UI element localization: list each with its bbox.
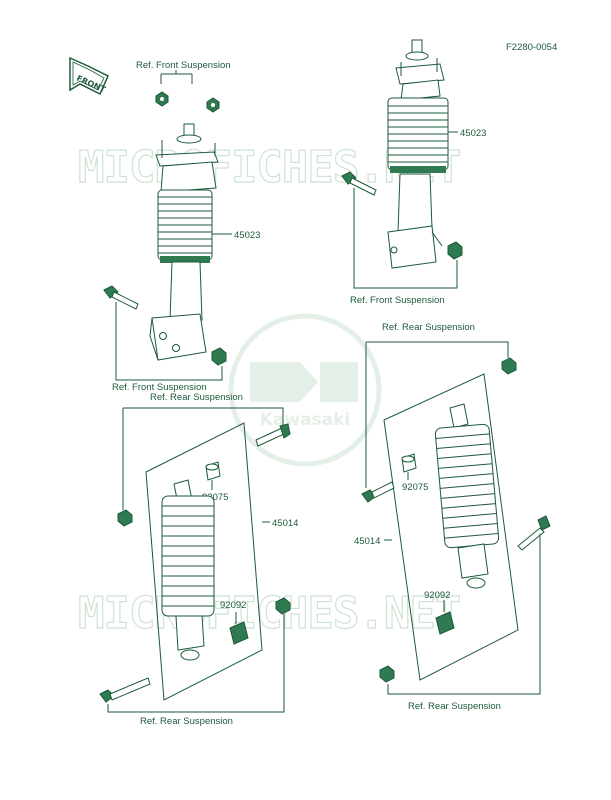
right-front-shock: 45023 Ref. Front Suspension — [341, 39, 486, 306]
right-front-spring — [387, 97, 449, 173]
bolt-left-rear-bottom — [99, 677, 151, 703]
diagram-code: F2280-0054 — [506, 42, 557, 53]
front-arrow-icon: FRONT — [69, 56, 109, 96]
nut-left — [155, 91, 169, 107]
nut-left-rear-bottom — [275, 597, 291, 615]
left-front-shock: Ref. Front Suspension — [103, 60, 260, 393]
part-number-45023-right: 45023 — [460, 128, 486, 139]
part-number-92092-right: 92092 — [424, 590, 450, 601]
bolt-right-front — [341, 171, 377, 196]
collar-92075-left — [205, 461, 221, 481]
right-rear-spring — [434, 423, 500, 549]
svg-text:Kawasaki: Kawasaki — [260, 410, 351, 430]
nut-right-rear-bottom — [379, 665, 395, 683]
left-rear-shock: Ref. Rear Suspension 92075 — [99, 392, 298, 727]
ref-rear-suspension-label-left-top: Ref. Rear Suspension — [150, 392, 243, 403]
ref-front-suspension-label-right: Ref. Front Suspension — [350, 295, 445, 306]
ref-front-suspension-label-top: Ref. Front Suspension — [136, 60, 231, 71]
collar-92092-right — [435, 611, 455, 635]
collar-92075-right — [401, 453, 417, 473]
kawasaki-logo: Kawasaki — [228, 313, 382, 467]
nut-right — [206, 97, 220, 113]
part-number-92075-left: 92075 — [202, 492, 228, 503]
right-rear-shock: Ref. Rear Suspension 92075 — [354, 322, 551, 712]
left-rear-spring — [161, 495, 215, 617]
part-number-45014-right: 45014 — [354, 536, 380, 547]
collar-92092-left — [229, 621, 249, 645]
bolt-left-rear-top — [255, 423, 291, 447]
nut-right-front — [447, 241, 463, 260]
left-front-spring — [157, 189, 213, 263]
nut-left-rear-top — [117, 509, 133, 527]
bolt-right-rear-top — [361, 481, 395, 503]
nut-right-rear-top — [501, 357, 517, 375]
bolt-right-rear-bottom — [517, 515, 551, 551]
ref-rear-suspension-label-right-bottom: Ref. Rear Suspension — [408, 701, 501, 712]
ref-rear-suspension-label-right-top: Ref. Rear Suspension — [382, 322, 475, 333]
part-number-45023-left: 45023 — [234, 230, 260, 241]
nut-left-front-bottom — [211, 347, 227, 366]
part-number-92092-left: 92092 — [220, 600, 246, 611]
ref-rear-suspension-label-left-bottom: Ref. Rear Suspension — [140, 716, 233, 727]
part-number-92075-right: 92075 — [402, 482, 428, 493]
bolt-left-front — [103, 285, 139, 310]
ref-front-suspension-label-left: Ref. Front Suspension — [112, 382, 207, 393]
watermark-bottom: MICROFICHES.NET — [78, 588, 460, 639]
part-number-45014-left: 45014 — [272, 518, 298, 529]
